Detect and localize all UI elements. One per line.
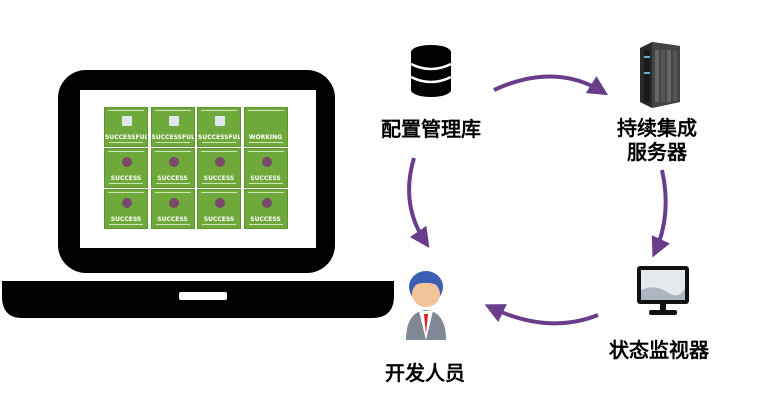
database-icon [410, 45, 452, 97]
tile-subline [155, 224, 190, 225]
tile-status-text: WORKING [248, 134, 283, 141]
tile-status-text: SUCCESS [203, 175, 235, 182]
build-icon [168, 116, 179, 126]
build-status-tile: SUCCESS [197, 148, 241, 188]
tile-status-text: SUCCESS [250, 175, 281, 182]
tile-subline [202, 142, 236, 143]
tile-header-line [201, 151, 237, 157]
tile-header-line [108, 192, 144, 198]
tile-header-line [247, 110, 284, 116]
laptop: SUCCESSFUL SUCCESSFUL SUCCESSFUL WORKING… [0, 0, 400, 330]
tile-subline [155, 183, 190, 184]
tile-status-text: SUCCESS [157, 216, 188, 223]
build-status-tile: SUCCESS [197, 189, 241, 229]
tile-header-line [154, 110, 191, 116]
tile-status-text: SUCCESS [250, 216, 281, 223]
monitor-label: 状态监视器 [609, 338, 709, 362]
tile-subline [109, 224, 143, 225]
build-icon [261, 198, 272, 208]
tile-status-text: SUCCESS [110, 175, 142, 182]
tile-subline [248, 224, 283, 225]
ci-server-label-line1: 持续集成 [617, 116, 697, 140]
tile-status-text: SUCCESS [157, 175, 188, 182]
build-status-tile: SUCCESS [150, 148, 195, 188]
build-status-tile: SUCCESSFUL [150, 107, 195, 147]
build-icon [215, 157, 225, 167]
developer-label: 开发人员 [385, 361, 465, 385]
tile-status-text: SUCCESSFUL [105, 134, 148, 141]
tile-header-line [154, 151, 191, 157]
tile-status-text: SUCCESSFUL [151, 134, 195, 141]
build-icon [261, 157, 272, 167]
build-icon [168, 157, 179, 167]
build-status-tile: WORKING [243, 107, 288, 147]
build-status-tile: SUCCESS [243, 148, 288, 188]
tile-subline [202, 224, 236, 225]
build-status-tile: SUCCESSFUL [104, 107, 148, 147]
tile-header-line [108, 151, 144, 157]
tile-status-text: SUCCESS [110, 216, 142, 223]
build-icon [122, 157, 132, 167]
arrow-db-to-developer [407, 157, 430, 248]
tile-header-line [154, 192, 191, 198]
tile-status-text: SUCCESSFUL [198, 134, 241, 141]
tile-subline [155, 142, 190, 143]
tile-header-line [247, 151, 284, 157]
tile-subline [248, 183, 283, 184]
build-icon [215, 198, 225, 208]
build-status-tile: SUCCESS [104, 148, 148, 188]
build-icon [122, 198, 132, 208]
arrow-monitor-to-developer [484, 304, 599, 326]
monitor-icon [637, 266, 689, 315]
tile-header-line [201, 192, 237, 198]
build-status-tile: SUCCESSFUL [197, 107, 241, 147]
build-icon [122, 116, 132, 126]
build-icon [215, 116, 225, 126]
build-icon [168, 198, 179, 208]
screen-dashboard: SUCCESSFUL SUCCESSFUL SUCCESSFUL WORKING… [102, 105, 290, 229]
tile-header-line [201, 110, 237, 116]
tile-subline [109, 142, 143, 143]
ci-server-label-line2: 服务器 [627, 140, 687, 164]
tile-header-line [247, 192, 284, 198]
build-status-tile: SUCCESS [104, 189, 148, 229]
server-rack-icon [640, 42, 680, 108]
tile-subline [202, 183, 236, 184]
arrow-server-to-monitor [651, 169, 670, 258]
tile-subline [248, 142, 283, 143]
build-status-tile: SUCCESS [243, 189, 288, 229]
tile-status-text: SUCCESS [203, 216, 235, 223]
developer-icon [406, 271, 446, 340]
arrow-db-to-server [493, 74, 609, 96]
config-db-label: 配置管理库 [381, 117, 481, 141]
tile-header-line [108, 110, 144, 116]
build-status-tile: SUCCESS [150, 189, 195, 229]
tile-subline [109, 183, 143, 184]
